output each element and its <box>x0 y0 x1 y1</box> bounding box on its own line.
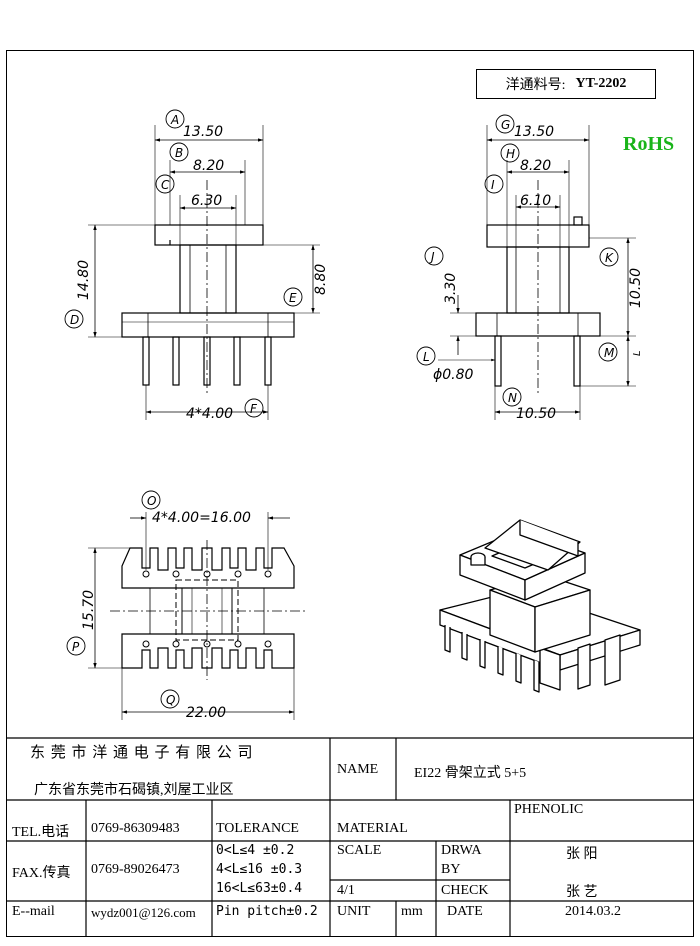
material-label: MATERIAL <box>337 821 408 836</box>
scale-value: 4/1 <box>337 883 355 898</box>
isometric-view <box>439 519 641 693</box>
dim-side-c-value: 13.50 <box>514 124 554 140</box>
bubble-q: Q <box>166 693 175 707</box>
bubble-c: C <box>161 178 170 192</box>
bubble-f: F <box>250 402 258 416</box>
dim-p-value: 15.70 <box>81 590 97 630</box>
dim-d-value: 14.80 <box>76 260 92 300</box>
bubble-o: O <box>147 494 156 508</box>
fax-value: 0769-89026473 <box>91 862 180 877</box>
part-number-label: 洋通料号: <box>505 78 566 93</box>
side-view <box>438 125 636 420</box>
unit-label: UNIT <box>337 904 371 919</box>
bubble-e: E <box>289 291 297 305</box>
dim-e-value: 8.80 <box>313 264 329 295</box>
drawn-label-1: DRWA <box>441 843 482 858</box>
dim-n-value: 10.50 <box>516 406 556 422</box>
bubble-a: A <box>170 113 179 127</box>
tolerance-line-4: Pin pitch±0.2 <box>216 904 318 919</box>
name-value: EI22 骨架立式 5+5 <box>414 766 527 781</box>
bubble-m: M <box>604 346 615 360</box>
check-value: 张 艺 <box>566 885 598 900</box>
date-label: DATE <box>447 904 483 919</box>
dim-c-value: 6.30 <box>191 193 222 209</box>
bottom-top-comb <box>121 547 295 589</box>
dim-o-value: 4*4.00=16.00 <box>152 510 251 526</box>
front-view <box>88 125 320 420</box>
tolerance-line-1: 0<L≤4 ±0.2 <box>216 843 295 858</box>
drawing-frame <box>6 50 694 937</box>
name-label: NAME <box>337 762 379 777</box>
bubble-p: P <box>72 640 80 654</box>
bubble-n: N <box>508 391 517 405</box>
dim-i-value: 6.10 <box>520 193 551 209</box>
side-pin-left <box>494 335 502 387</box>
email-label: E--mail <box>12 904 55 919</box>
bubble-h: H <box>506 147 515 161</box>
email-value: wydz001@126.com <box>91 905 196 920</box>
dim-j-value: 3.30 <box>443 273 459 304</box>
front-core-tube <box>179 244 237 314</box>
tel-label: TEL.电话 <box>12 825 70 840</box>
bubble-k: K <box>605 251 614 265</box>
dim-l-value: ϕ0.80 <box>433 367 474 383</box>
bubble-b: B <box>175 146 183 160</box>
side-top-nub <box>573 216 583 226</box>
tolerance-line-3: 16<L≤63±0.4 <box>216 881 303 896</box>
bottom-bottom-comb <box>121 633 295 669</box>
tolerance-label: TOLERANCE <box>216 821 299 836</box>
check-label: CHECK <box>441 883 489 898</box>
unit-value: mm <box>401 904 423 919</box>
rohs-mark: RoHS <box>623 133 675 155</box>
drawn-value: 张 阳 <box>566 847 598 862</box>
dim-f-value: 4*4.00 <box>186 406 233 422</box>
part-number-value: YT-2202 <box>575 76 627 91</box>
bottom-pin-holes <box>142 570 272 648</box>
bubble-l: L <box>423 350 430 364</box>
dim-h-value: 8.20 <box>520 158 551 174</box>
scale-label: SCALE <box>337 843 382 858</box>
side-pin-right <box>573 335 581 387</box>
front-bubbles <box>64 109 303 418</box>
tolerance-line-2: 4<L≤16 ±0.3 <box>216 862 303 877</box>
bubble-j: J <box>429 250 435 264</box>
bottom-bubbles <box>66 490 180 709</box>
company-address: 广东省东莞市石碣镇,刘屋工业区 <box>34 783 234 798</box>
dim-a-value: 13.50 <box>183 124 223 140</box>
side-bubbles <box>416 114 619 407</box>
bubble-i: I <box>491 178 495 192</box>
bubble-d: D <box>70 313 79 327</box>
company-name: 东 莞 市 洋 通 电 子 有 限 公 司 <box>30 745 254 761</box>
bubble-g: G <box>501 118 510 132</box>
fax-label: FAX.传真 <box>12 866 71 881</box>
dim-b-value: 8.20 <box>193 158 224 174</box>
material-value: PHENOLIC <box>514 802 584 817</box>
bottom-view <box>88 512 305 720</box>
dim-k-value: 10.50 <box>628 268 644 308</box>
dim-q-value: 22.00 <box>186 705 226 721</box>
drawn-label-2: BY <box>441 862 461 877</box>
front-top-flange <box>154 224 264 246</box>
tel-value: 0769-86309483 <box>91 821 180 836</box>
part-number-box: 洋通料号: YT-2202 <box>476 69 656 99</box>
dim-m-value: L <box>632 350 643 356</box>
title-block-grid <box>6 737 694 937</box>
date-value: 2014.03.2 <box>565 904 621 919</box>
